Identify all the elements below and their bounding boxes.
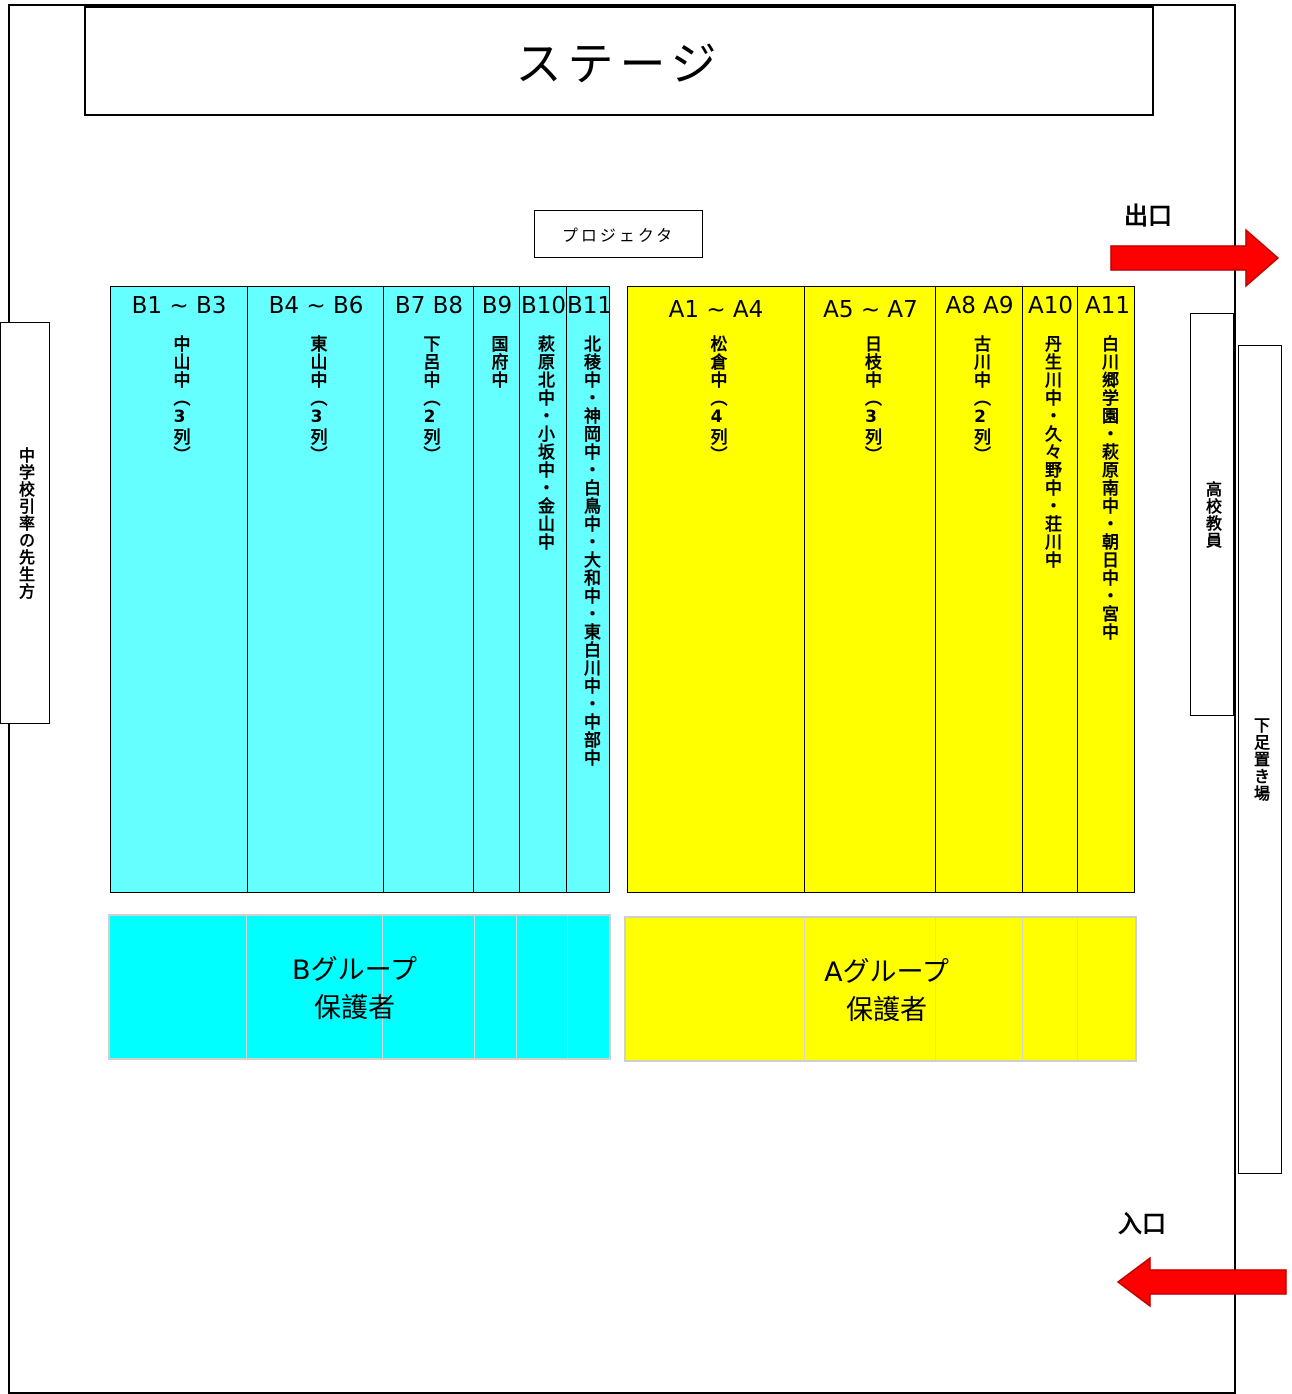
school-name: 中山中（3列）: [169, 335, 190, 464]
school-name: 東山中（3列）: [306, 335, 327, 464]
column-header: A1 ~ A4: [668, 297, 764, 323]
chaperone-teachers-label: 中学校引率の先生方: [16, 446, 35, 600]
group-a-parents-label: Aグループ 保護者: [638, 954, 1135, 1030]
column-header: B4 ~ B6: [268, 293, 364, 319]
seat-column-b9: B9 国府中: [473, 287, 520, 892]
exit-label: 出口: [1124, 202, 1172, 230]
group-b-seating: B1 ~ B3 中山中（3列） B4 ~ B6 東山中（3列） B7 B8 下呂…: [110, 286, 612, 893]
stage: ステージ: [84, 6, 1154, 116]
projector-label: プロジェクタ: [561, 226, 676, 245]
parents-group-name: Aグループ: [824, 957, 949, 988]
seat-column-a5-a7: A5 ~ A7 日枝中（3列）: [804, 287, 936, 892]
column-header: B10: [520, 293, 567, 319]
chaperone-teachers-area: 中学校引率の先生方: [0, 322, 50, 724]
group-b-parents-area: Bグループ 保護者: [108, 914, 611, 1060]
school-name: 丹生川中・久々野中・荘川中: [1041, 335, 1061, 569]
stage-label: ステージ: [515, 37, 723, 91]
column-header: B1 ~ B3: [131, 293, 227, 319]
school-name: 萩原北中・小坂中・金山中: [534, 335, 554, 551]
high-school-teachers-label: 高校教員: [1203, 480, 1222, 549]
seat-column-a11: A11 白川郷学園・萩原南中・朝日中・宮中: [1077, 287, 1137, 892]
column-header: A11: [1084, 293, 1130, 319]
entrance-arrow-icon: [1116, 1256, 1287, 1308]
group-a-parents-area: Aグループ 保護者: [624, 916, 1137, 1062]
school-name: 古川中（2列）: [970, 335, 990, 464]
projector: プロジェクタ: [534, 210, 703, 258]
seat-column-a8-a9: A8 A9 古川中（2列）: [935, 287, 1023, 892]
seat-column-b7-b8: B7 B8 下呂中（2列）: [383, 287, 474, 892]
column-header: A10: [1027, 293, 1073, 319]
shoe-storage-label: 下足置き場: [1251, 717, 1270, 802]
school-name: 日枝中（3列）: [861, 335, 881, 464]
column-header: B11: [566, 293, 613, 319]
exit-arrow-icon: [1110, 228, 1280, 288]
group-b-parents-label: Bグループ 保護者: [100, 952, 609, 1028]
parents-label: 保護者: [314, 993, 395, 1024]
seat-column-a10: A10 丹生川中・久々野中・荘川中: [1022, 287, 1078, 892]
column-header: A5 ~ A7: [823, 297, 918, 323]
parents-group-name: Bグループ: [292, 955, 417, 986]
group-a-seating: A1 ~ A4 松倉中（4列） A5 ~ A7 日枝中（3列） A8 A9 古川…: [627, 286, 1135, 893]
school-name: 白川郷学園・萩原南中・朝日中・宮中: [1098, 335, 1118, 641]
seat-column-b11: B11 北稜中・神岡中・白鳥中・大和中・東白川中・中部中: [566, 287, 612, 892]
school-name: 国府中: [487, 335, 508, 389]
high-school-teachers-area: 高校教員: [1190, 313, 1234, 716]
seat-column-b10: B10 萩原北中・小坂中・金山中: [519, 287, 567, 892]
shoe-storage-area: 下足置き場: [1238, 345, 1282, 1174]
school-name: 下呂中（2列）: [419, 335, 440, 464]
entrance-label: 入口: [1118, 1210, 1166, 1238]
seat-column-b4-b6: B4 ~ B6 東山中（3列）: [247, 287, 384, 892]
column-header: B7 B8: [394, 293, 464, 319]
school-name: 松倉中（4列）: [706, 335, 727, 464]
column-header: A8 A9: [945, 293, 1014, 319]
seat-column-b1-b3: B1 ~ B3 中山中（3列）: [111, 287, 247, 892]
column-header: B9: [481, 293, 513, 319]
school-name: 北稜中・神岡中・白鳥中・大和中・東白川中・中部中: [580, 335, 600, 767]
parents-label: 保護者: [846, 995, 927, 1026]
seat-column-a1-a4: A1 ~ A4 松倉中（4列）: [628, 287, 804, 892]
